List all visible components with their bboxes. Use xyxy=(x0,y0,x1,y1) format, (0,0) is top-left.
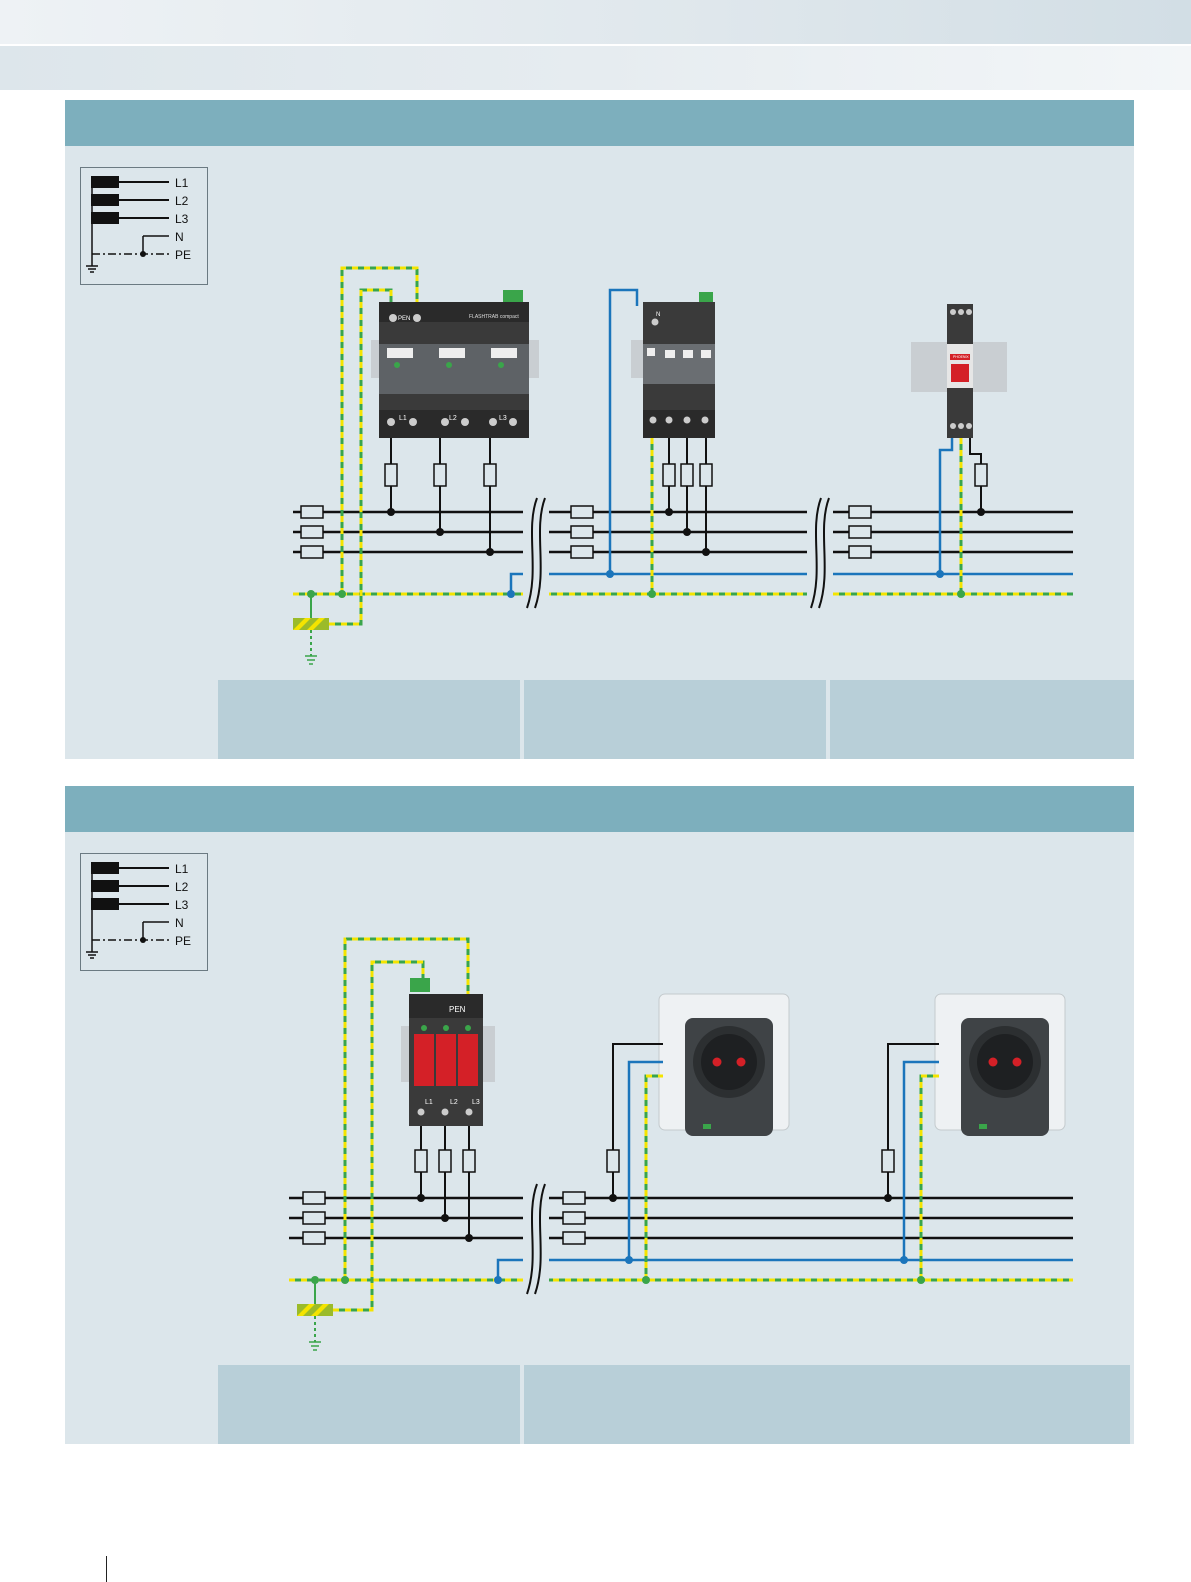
legend-l1: L1 xyxy=(175,862,189,876)
legend-l2: L2 xyxy=(175,194,189,208)
socket-2-fuse xyxy=(881,1149,895,1173)
socket-2-pe-node xyxy=(917,1276,925,1284)
socket-1-neutral-node xyxy=(625,1256,633,1264)
network-legend-1: L1 L2 L3 N PE xyxy=(80,167,208,285)
socket-outlet-1 xyxy=(658,993,790,1136)
caption-cell-2-1 xyxy=(218,1365,520,1444)
legend-l2: L2 xyxy=(175,880,189,894)
device3-node xyxy=(977,508,985,516)
pe-riser-device-1 xyxy=(333,937,470,1312)
device3-neutral xyxy=(938,438,954,574)
socket-2-wiring xyxy=(887,1043,939,1280)
pe-node-3 xyxy=(957,590,965,598)
device2-neutral-riser xyxy=(608,288,639,574)
socket-2-neutral-node xyxy=(900,1256,908,1264)
neutral-node xyxy=(494,1276,502,1284)
device3-fuse xyxy=(974,463,988,487)
legend-pe: PE xyxy=(175,248,191,262)
legend-l3: L3 xyxy=(175,212,189,226)
device1-l2-label: L2 xyxy=(449,415,457,422)
earthing-bar xyxy=(297,1276,333,1351)
line-break-1 xyxy=(523,497,549,609)
busbar-fuses xyxy=(302,1191,586,1245)
panel-1-header xyxy=(65,100,1134,146)
busbar-fuses xyxy=(300,505,872,559)
spd-device-valvetrab: PEN L1 L2 L3 xyxy=(401,978,495,1126)
legend-pe: PE xyxy=(175,934,191,948)
neutral-conductor xyxy=(496,1258,1073,1280)
spd-device-2: N xyxy=(631,292,715,438)
device-nodes xyxy=(417,1194,473,1242)
caption-cell-1-2 xyxy=(524,680,826,759)
socket-1-wiring xyxy=(612,1043,663,1280)
device-l2-label: L2 xyxy=(450,1099,458,1106)
socket-2-phase-node xyxy=(884,1194,892,1202)
caption-cell-1-1 xyxy=(218,680,520,759)
caption-cell-1-3 xyxy=(830,680,1134,759)
socket-outlet-2 xyxy=(934,993,1066,1136)
device1-pen-label: PEN xyxy=(398,316,410,322)
legend-n: N xyxy=(175,916,184,930)
earthing-bar xyxy=(293,590,329,665)
device-pen-label: PEN xyxy=(449,1005,466,1014)
line-break xyxy=(523,1183,549,1295)
device1-brand: FLASHTRAB compact xyxy=(469,314,519,320)
top-banner xyxy=(0,0,1191,44)
socket-1-fuse xyxy=(606,1149,620,1173)
neutral-node-1 xyxy=(507,590,515,598)
panel-2-header xyxy=(65,786,1134,832)
top-banner-secondary xyxy=(0,46,1191,90)
socket-1-pe-node xyxy=(642,1276,650,1284)
device2-nodes xyxy=(665,508,710,556)
device3-brand: PHOENIX xyxy=(953,355,969,359)
device2-fuses xyxy=(662,463,713,487)
socket-1-phase-node xyxy=(609,1194,617,1202)
spd-device-3: PHOENIX xyxy=(911,304,1007,438)
network-legend-icon: L1 L2 L3 N PE xyxy=(86,862,191,959)
device2-n-label: N xyxy=(656,312,660,318)
diagram-panel-2: L1 L2 L3 N PE xyxy=(65,786,1134,1444)
device1-fuses xyxy=(384,463,497,487)
pe-node-2 xyxy=(648,590,656,598)
wiring-diagram-1: PEN FLASHTRAB compact L1 L2 L3 xyxy=(293,266,1073,665)
device1-nodes xyxy=(387,508,494,556)
neutral-conductor xyxy=(509,572,1073,594)
wiring-diagram-2: PEN L1 L2 L3 xyxy=(289,937,1073,1351)
device1-l1-label: L1 xyxy=(399,415,407,422)
device-l1-label: L1 xyxy=(425,1099,433,1106)
legend-l1: L1 xyxy=(175,176,189,190)
device-l3-label: L3 xyxy=(472,1099,480,1106)
device1-l3-label: L3 xyxy=(499,415,507,422)
neutral-node-2 xyxy=(606,570,614,578)
line-break-2 xyxy=(807,497,833,609)
device-fuses xyxy=(414,1149,476,1173)
phase-busbars xyxy=(289,1196,1073,1240)
network-legend-icon: L1 L2 L3 N PE xyxy=(86,176,191,273)
diagram-panel-1: L1 L2 L3 N PE xyxy=(65,100,1134,759)
spd-device-flashtrab: PEN FLASHTRAB compact L1 L2 L3 xyxy=(371,290,539,438)
caption-cell-2-2 xyxy=(524,1365,1130,1444)
legend-l3: L3 xyxy=(175,898,189,912)
network-legend-2: L1 L2 L3 N PE xyxy=(80,853,208,971)
legend-n: N xyxy=(175,230,184,244)
neutral-node-3 xyxy=(936,570,944,578)
pe-riser-device-1 xyxy=(329,266,419,626)
page-margin-rule xyxy=(106,1556,107,1582)
